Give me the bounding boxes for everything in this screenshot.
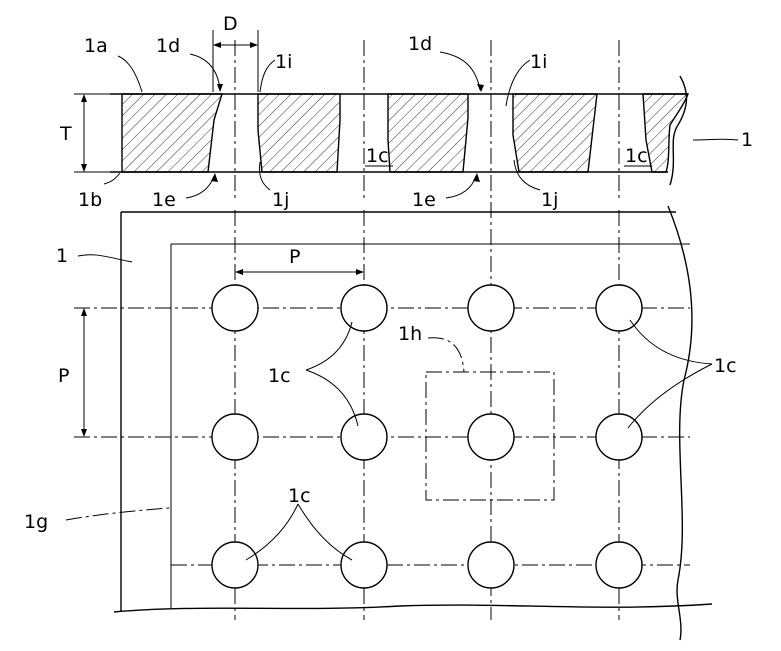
label-P-vertical: P [58,365,69,387]
label-P-horizontal: P [289,246,300,268]
label-1h: 1h [398,323,422,345]
section-segment-2 [258,94,340,172]
leader-1i-left [260,60,275,92]
leader-1b [104,173,120,184]
section-segment-5 [643,94,688,172]
section-break-line [670,76,687,185]
label-1a: 1a [84,35,108,57]
leader-1c-b-bottom [628,364,712,428]
label-1e-left: 1e [152,189,176,211]
label-1e-right: 1e [412,189,436,211]
label-1c-section-b: 1c [625,145,648,167]
hole-r3-c1 [212,542,258,588]
label-1g: 1g [24,511,48,533]
dim-P-h-arrow-left [235,269,243,275]
leader-1c-b-top [630,320,712,364]
leader-1d-left [190,54,220,90]
hole-r2-c1 [212,414,258,460]
leader-1g [66,508,170,520]
hole-r3-c2 [341,542,387,588]
plate-right-break [668,206,692,640]
label-1c-a: 1c [268,365,291,387]
leader-1c-c-right [298,504,352,560]
leader-1d-right [440,52,480,90]
leader-1-section [693,139,738,140]
label-1d-left: 1d [156,35,180,57]
label-1i-left: 1i [275,51,292,73]
label-1b: 1b [78,189,102,211]
label-1-section: 1 [741,129,753,151]
leader-1c-a-top [306,322,352,370]
hole-r3-c4 [596,542,642,588]
arrow-1e-left [211,173,218,182]
label-T: T [59,123,72,145]
label-1c-b: 1c [714,355,737,377]
hole-r2-c3 [468,414,514,460]
label-1c-c: 1c [288,485,311,507]
label-1-plan: 1 [56,245,68,267]
leader-1c-a-bottom [306,370,358,426]
hole-r2-c4 [596,414,642,460]
leader-1-plan [78,255,132,262]
hole-r2-c2 [341,414,387,460]
arrow-1d-right [477,84,484,92]
hole-r1-c4 [596,285,642,331]
hole-r1-c1 [212,285,258,331]
dim-P-h-arrow-right [356,269,364,275]
hole-r1-c2 [341,285,387,331]
label-1j-right: 1j [541,189,558,211]
dim-T-arrow-top [81,94,87,102]
arrow-1d-left [217,84,223,92]
hole-r1-c3 [468,285,514,331]
leader-1a [118,56,142,92]
label-1i-right: 1i [530,51,547,73]
dim-T-arrow-bottom [81,164,87,172]
section-segment-4 [513,94,597,172]
arrow-1e-right [473,173,480,182]
section-segment-3 [388,94,468,172]
leader-1h [428,338,464,372]
leader-1e-right [446,176,476,198]
labels: 1a 1d D 1i 1d 1i T 1c 1c 1 1b 1e 1j 1e 1… [24,13,753,533]
hole-r3-c3 [468,542,514,588]
label-D: D [223,13,238,35]
label-1c-section-a: 1c [366,145,389,167]
dim-D-arrow-left [213,42,221,48]
dim-P-v-arrow-bottom [81,429,87,437]
dim-P-v-arrow-top [81,308,87,316]
label-1j-left: 1j [272,189,289,211]
plate-bottom-break [114,604,712,612]
section-segment-1 [122,94,222,172]
dim-D-arrow-right [250,42,258,48]
label-1d-right: 1d [408,33,432,55]
leader-1e-left [186,176,214,198]
